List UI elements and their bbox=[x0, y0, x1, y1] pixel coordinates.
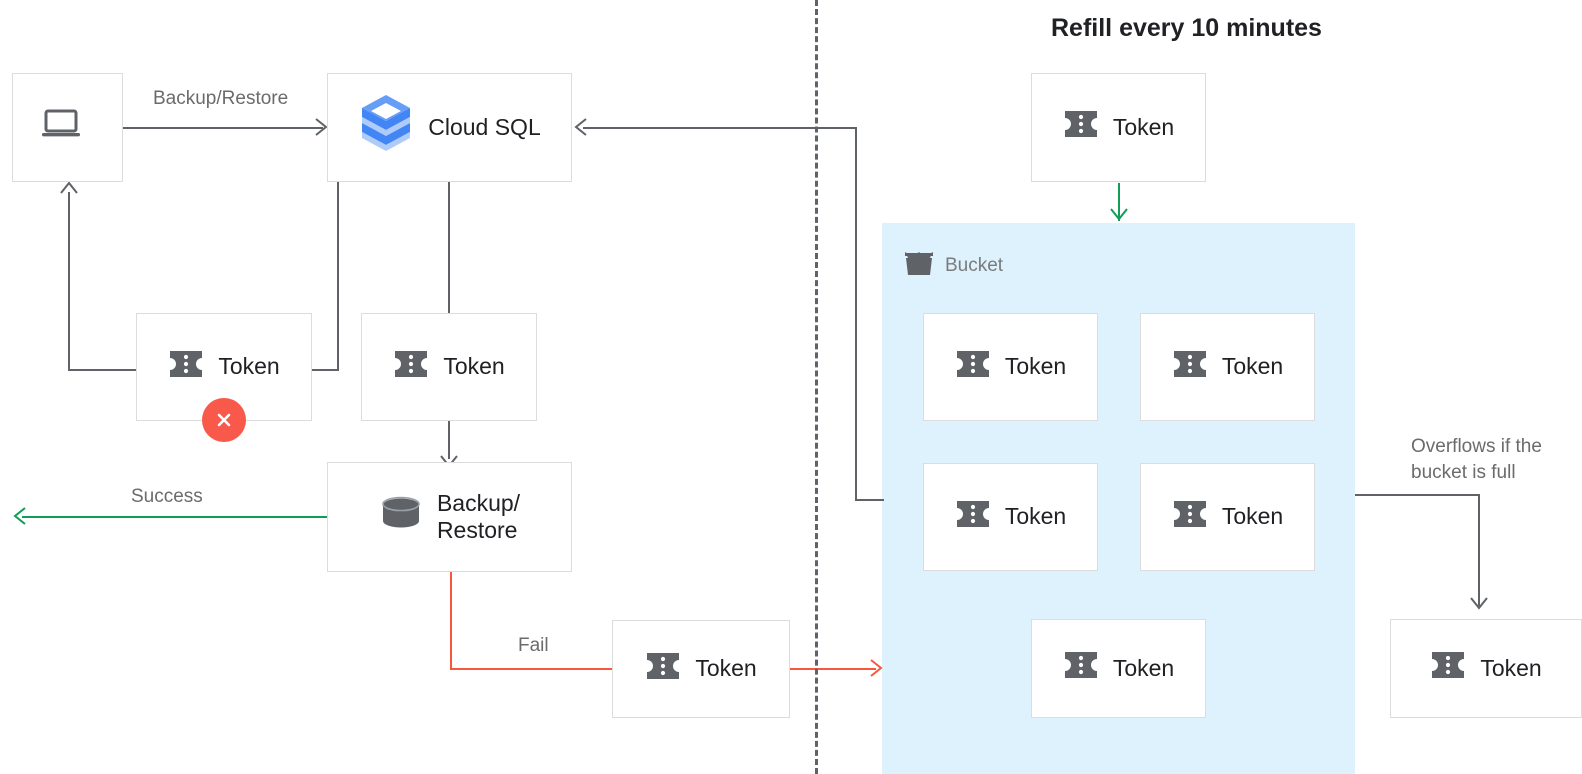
wire-bucket-exit bbox=[855, 499, 884, 501]
node-bucket-token-1-label: Token bbox=[1004, 353, 1067, 380]
token-icon bbox=[393, 349, 429, 385]
token-icon bbox=[645, 651, 681, 687]
node-bucket-token-2[interactable]: Token bbox=[1140, 313, 1315, 421]
node-token-client-label: Token bbox=[218, 353, 280, 380]
token-icon bbox=[955, 349, 991, 385]
wire-bucket-to-cloudsql bbox=[583, 127, 857, 129]
token-icon bbox=[955, 499, 991, 535]
wire-cloudsql-to-token bbox=[448, 182, 450, 313]
arrowhead-refill bbox=[1108, 206, 1130, 222]
cloud-sql-icon bbox=[358, 93, 414, 161]
token-icon bbox=[168, 349, 204, 385]
edge-label-overflow: Overflows if the bucket is full bbox=[1411, 436, 1542, 483]
wire-success bbox=[22, 516, 327, 518]
node-cloud-sql[interactable]: Cloud SQL bbox=[327, 73, 572, 182]
node-token-fail-label: Token bbox=[695, 655, 757, 682]
arrowhead-client-to-cloudsql bbox=[313, 116, 329, 138]
arrowhead-overflow bbox=[1468, 595, 1490, 611]
node-bucket-token-4-label: Token bbox=[1221, 503, 1284, 530]
node-cloud-sql-label: Cloud SQL bbox=[428, 113, 541, 140]
edge-label-success: Success bbox=[131, 486, 203, 507]
trust-boundary-divider bbox=[815, 0, 818, 774]
wire-bucket-up bbox=[855, 127, 857, 501]
node-bucket-token-3[interactable]: Token bbox=[923, 463, 1098, 571]
node-client[interactable] bbox=[12, 73, 123, 182]
node-bucket-token-4[interactable]: Token bbox=[1140, 463, 1315, 571]
token-icon bbox=[1430, 650, 1466, 686]
wire-cloudsql-down-left bbox=[337, 182, 339, 370]
database-icon bbox=[379, 495, 423, 539]
wire-return-up-to-client bbox=[68, 192, 70, 370]
bucket-icon bbox=[903, 248, 935, 284]
node-token-refill-label: Token bbox=[1112, 113, 1175, 140]
arrowhead-return-to-client bbox=[58, 180, 80, 196]
node-token-sql[interactable]: Token bbox=[361, 313, 537, 421]
bucket-tag: Bucket bbox=[903, 248, 1003, 284]
node-bucket-token-1[interactable]: Token bbox=[923, 313, 1098, 421]
node-token-overflow[interactable]: Token bbox=[1390, 619, 1582, 718]
arrowhead-success bbox=[12, 505, 28, 527]
wire-refill bbox=[1118, 183, 1120, 221]
edge-label-fail: Fail bbox=[518, 635, 549, 656]
token-icon bbox=[1172, 349, 1208, 385]
wire-overflow-down bbox=[1478, 494, 1480, 606]
wire-token-to-backup bbox=[448, 421, 450, 459]
bucket-label: Bucket bbox=[945, 255, 1004, 276]
node-bucket-token-5[interactable]: Token bbox=[1031, 619, 1206, 718]
error-badge bbox=[202, 398, 246, 442]
wire-fail-right bbox=[450, 668, 613, 670]
node-bucket-token-2-label: Token bbox=[1221, 353, 1284, 380]
laptop-icon bbox=[40, 107, 82, 147]
edge-label-backup-restore: Backup/Restore bbox=[153, 88, 289, 109]
token-icon bbox=[1172, 499, 1208, 535]
node-backup-restore-label: Backup/ Restore bbox=[436, 489, 521, 543]
wire-overflow-right bbox=[1355, 494, 1480, 496]
node-token-refill[interactable]: Token bbox=[1031, 73, 1206, 182]
node-token-overflow-label: Token bbox=[1480, 654, 1542, 681]
wire-fail-down bbox=[450, 572, 452, 670]
wire-fail-to-bucket bbox=[790, 668, 876, 670]
node-bucket-token-5-label: Token bbox=[1112, 654, 1175, 681]
token-icon bbox=[1063, 109, 1099, 145]
node-token-sql-label: Token bbox=[443, 353, 505, 380]
arrowhead-fail-to-bucket bbox=[868, 657, 884, 679]
node-bucket-token-3-label: Token bbox=[1004, 503, 1067, 530]
arrowhead-bucket-to-cloudsql bbox=[573, 116, 589, 138]
token-icon bbox=[1063, 650, 1099, 686]
node-backup-restore[interactable]: Backup/ Restore bbox=[327, 462, 572, 572]
node-token-fail[interactable]: Token bbox=[612, 620, 790, 718]
wire-client-to-cloudsql bbox=[123, 127, 323, 129]
page-title: Refill every 10 minutes bbox=[1051, 14, 1322, 42]
